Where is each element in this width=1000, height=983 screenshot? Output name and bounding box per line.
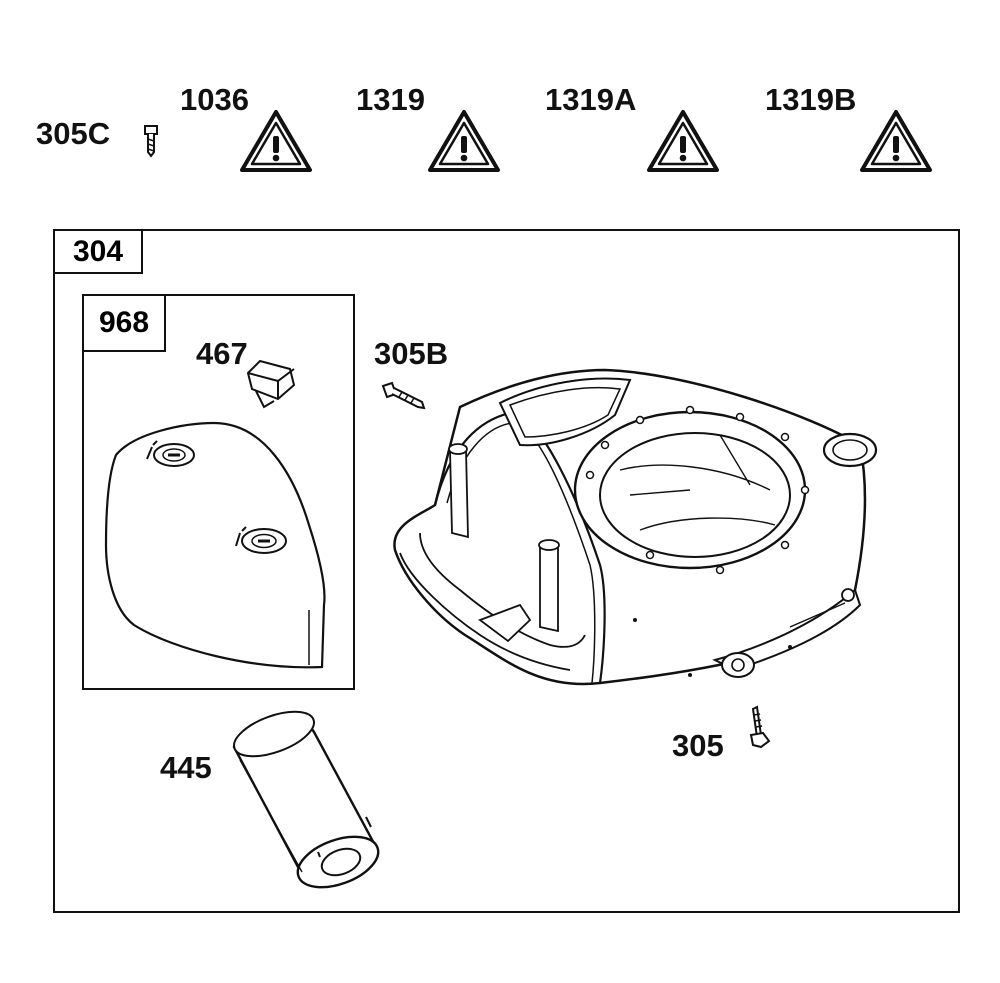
screw-305b-drawing [381,381,426,410]
part-label-305: 305 [672,728,724,763]
part-label-467: 467 [196,336,248,371]
warning-triangle-icon [240,110,312,172]
kit-frame [82,294,355,690]
warning-triangle-icon [860,110,932,172]
filter-445-drawing [232,710,380,889]
part-label-305b: 305B [374,336,449,371]
assembly-label-304: 304 [53,229,143,274]
warning-triangle-icon [647,110,719,172]
warning-triangle-icon [428,110,500,172]
screw-305c-icon [144,125,158,158]
clip-467-drawing [246,359,296,409]
part-label-445: 445 [160,750,212,785]
cover-968-drawing [104,421,326,669]
screw-305-drawing [749,705,771,749]
warning-label-1319b: 1319B [765,82,857,117]
warning-label-1319: 1319 [356,82,425,117]
part-label-305c: 305C [36,116,111,151]
warning-label-1319a: 1319A [545,82,637,117]
kit-label-968: 968 [82,294,166,352]
assembly-frame [53,229,960,913]
blower-housing-304-drawing [393,368,878,686]
warning-label-1036: 1036 [180,82,249,117]
